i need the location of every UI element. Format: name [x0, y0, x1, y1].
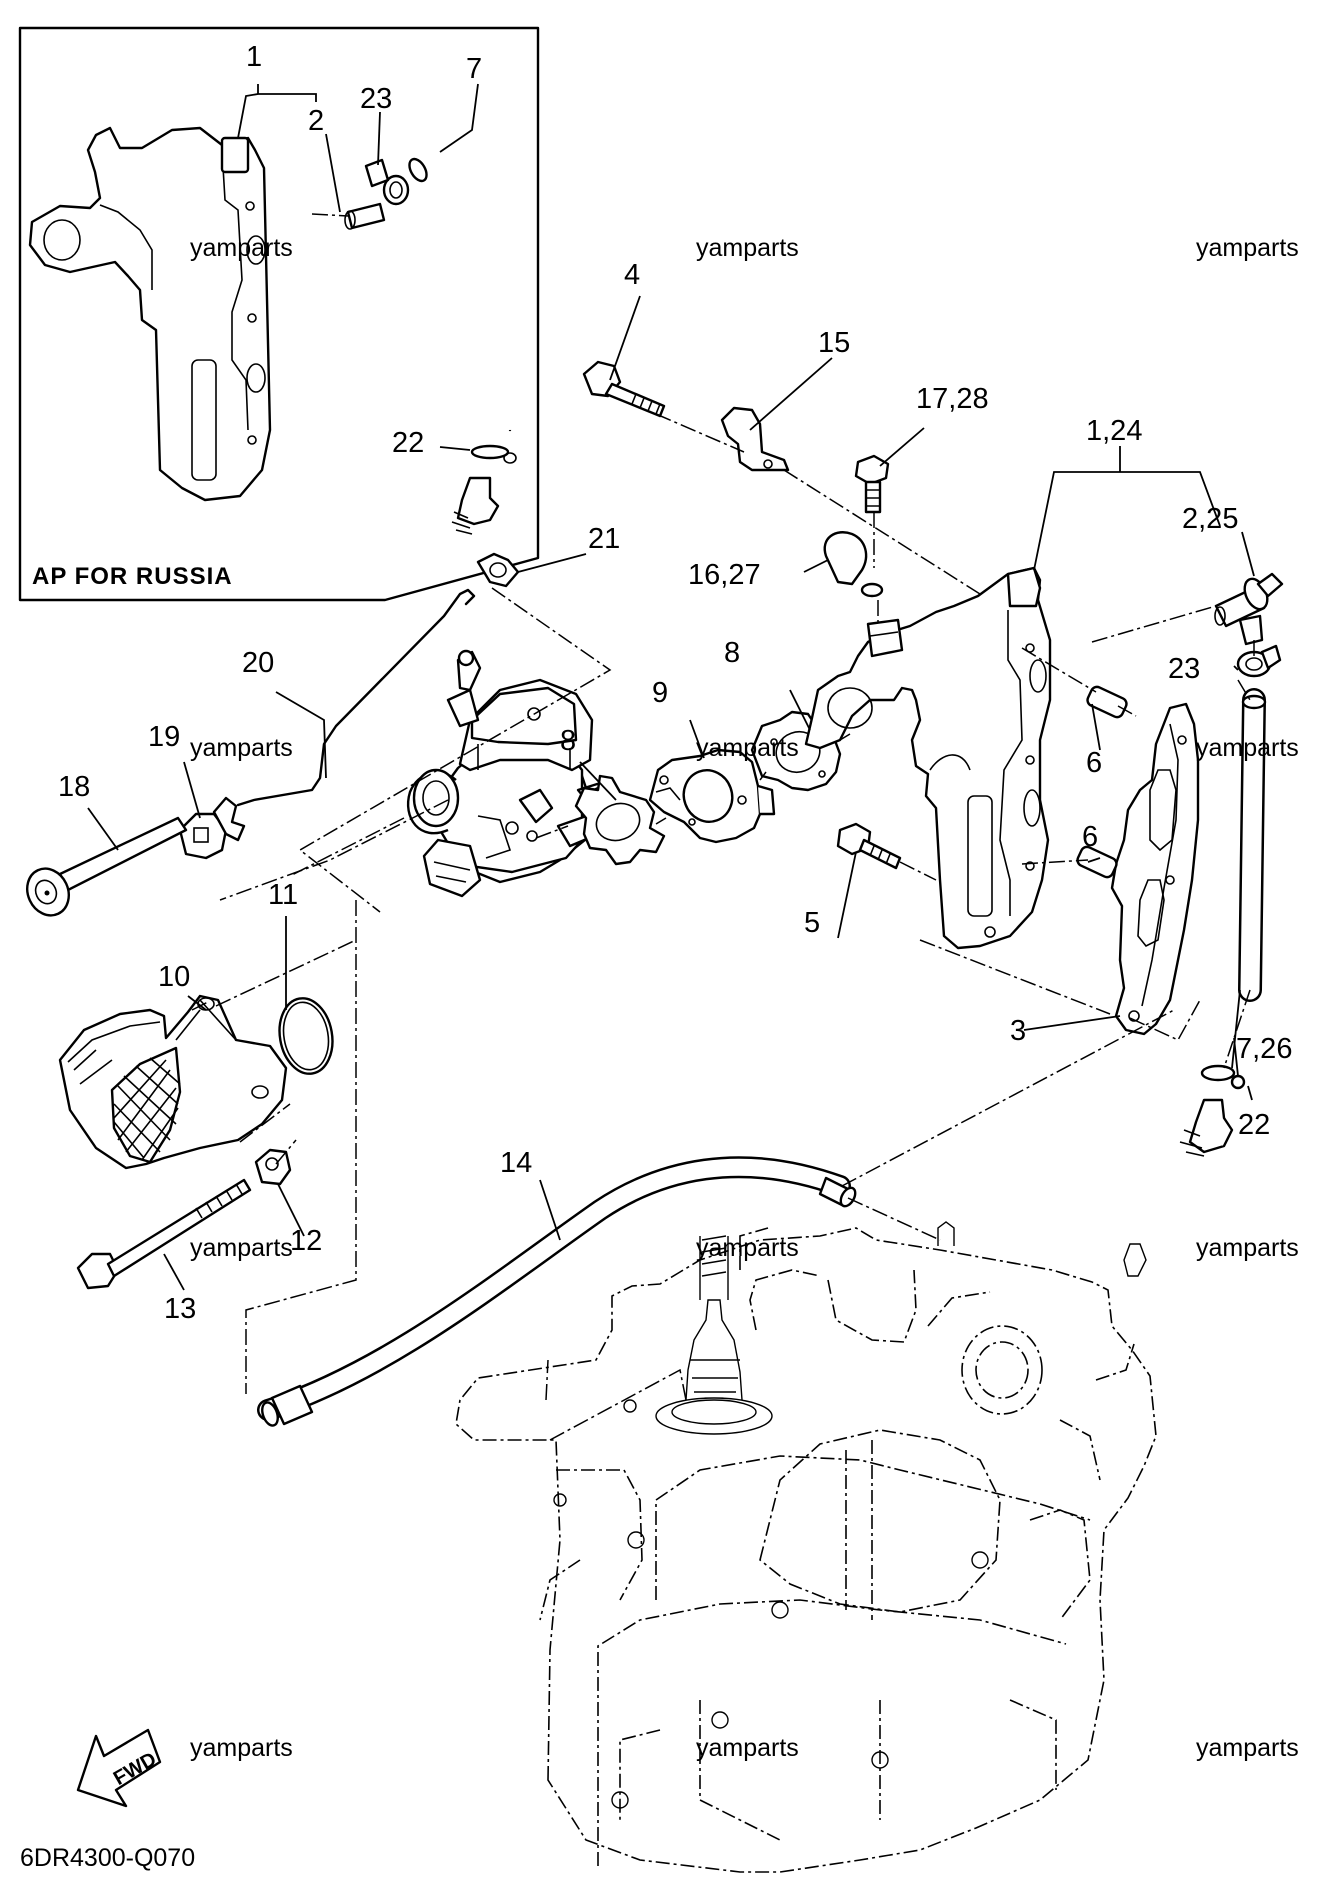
inset-caption: AP FOR RUSSIA — [32, 563, 233, 590]
watermark: yamparts — [1196, 1734, 1299, 1762]
carburetor — [406, 649, 620, 898]
intake-silencer-10 — [58, 994, 288, 1170]
callout-15: 15 — [818, 327, 850, 359]
callout-18: 18 — [58, 771, 90, 803]
collar-12 — [254, 1148, 292, 1186]
watermarks: yamparts yamparts yamparts yamparts yamp… — [190, 234, 1299, 1762]
callout-3: 3 — [1010, 1015, 1026, 1047]
callout-1-inset: 1 — [246, 41, 262, 73]
o-ring-11 — [278, 997, 334, 1075]
inset-box: AP FOR RUSSIA — [18, 26, 540, 602]
diagram-code: 6DR4300-Q070 — [20, 1844, 195, 1872]
watermark: yamparts — [696, 1234, 799, 1262]
intake-manifold — [804, 566, 1052, 950]
bolt-5 — [836, 822, 902, 870]
inset-clamp — [364, 158, 410, 206]
clip-16-27 — [823, 531, 884, 598]
watermark: yamparts — [696, 1734, 799, 1762]
callout-5: 5 — [804, 907, 820, 939]
inset-intake-manifold — [28, 126, 272, 502]
inset-leader-1 — [237, 84, 317, 139]
hose-7-26 — [1238, 688, 1267, 1002]
callout-6-upper: 6 — [1086, 747, 1102, 779]
callout-23-inset: 23 — [360, 83, 392, 115]
callout-1-24: 1,24 — [1086, 415, 1142, 447]
callout-17-28: 17,28 — [916, 383, 989, 415]
clamp-23 — [1236, 644, 1282, 678]
clamp-15 — [720, 406, 790, 472]
dowel-pin-6-lower — [1076, 845, 1118, 879]
callout-7-26: 7,26 — [1236, 1033, 1292, 1065]
insulator-9 — [648, 748, 776, 844]
callout-6-lower: 6 — [1082, 821, 1098, 853]
inset-nipple — [451, 444, 517, 535]
callout-10: 10 — [158, 961, 190, 993]
callout-7-inset: 7 — [466, 53, 482, 85]
watermark: yamparts — [190, 1734, 293, 1762]
callout-11: 11 — [268, 879, 298, 911]
bolt-17-28 — [854, 454, 890, 514]
manifold-gasket-3 — [1110, 702, 1200, 1036]
watermark: yamparts — [190, 234, 293, 262]
watermark: yamparts — [1196, 234, 1299, 262]
watermark: yamparts — [696, 734, 799, 762]
gasket-8-left — [574, 774, 666, 866]
choke-rod-20 — [236, 588, 476, 807]
callout-22-inset: 22 — [392, 427, 424, 459]
choke-knob-19 — [178, 796, 246, 860]
inset-pipe — [346, 202, 386, 230]
callout-13: 13 — [164, 1293, 196, 1325]
leader-lines — [87, 295, 1255, 1291]
fuel-hose-14 — [257, 1156, 857, 1427]
callout-9: 9 — [652, 677, 668, 709]
watermark: yamparts — [190, 734, 293, 762]
callout-8-right: 8 — [724, 637, 740, 669]
assembly-center-lines — [191, 413, 1255, 1441]
engine-block — [455, 1221, 1157, 1873]
callout-12: 12 — [290, 1225, 322, 1257]
bolt-4 — [582, 360, 666, 418]
callout-21: 21 — [588, 523, 620, 555]
callout-22: 22 — [1238, 1109, 1270, 1141]
joint-pipe-2-25 — [1214, 572, 1284, 646]
forward-arrow-icon: FWD — [76, 1728, 162, 1808]
clamp-21 — [476, 552, 520, 588]
callout-16-27: 16,27 — [688, 559, 761, 591]
watermark: yamparts — [190, 1234, 293, 1262]
callout-23: 23 — [1168, 653, 1200, 685]
callout-20: 20 — [242, 647, 274, 679]
callout-2-inset: 2 — [308, 105, 324, 137]
callout-19: 19 — [148, 721, 180, 753]
callout-8-left: 8 — [560, 725, 576, 757]
nipple-clip-22 — [1179, 1064, 1246, 1157]
callout-numbers: 1 2 23 7 22 21 4 15 17,28 1,24 2,25 16,2… — [58, 41, 1292, 1325]
watermark: yamparts — [1196, 1234, 1299, 1262]
watermark: yamparts — [696, 234, 799, 262]
callout-4: 4 — [624, 259, 640, 291]
bolt-13 — [76, 1178, 252, 1290]
callout-2-25: 2,25 — [1182, 503, 1238, 535]
callout-14: 14 — [500, 1147, 532, 1179]
watermark: yamparts — [1196, 734, 1299, 762]
choke-shaft-18 — [26, 816, 188, 917]
